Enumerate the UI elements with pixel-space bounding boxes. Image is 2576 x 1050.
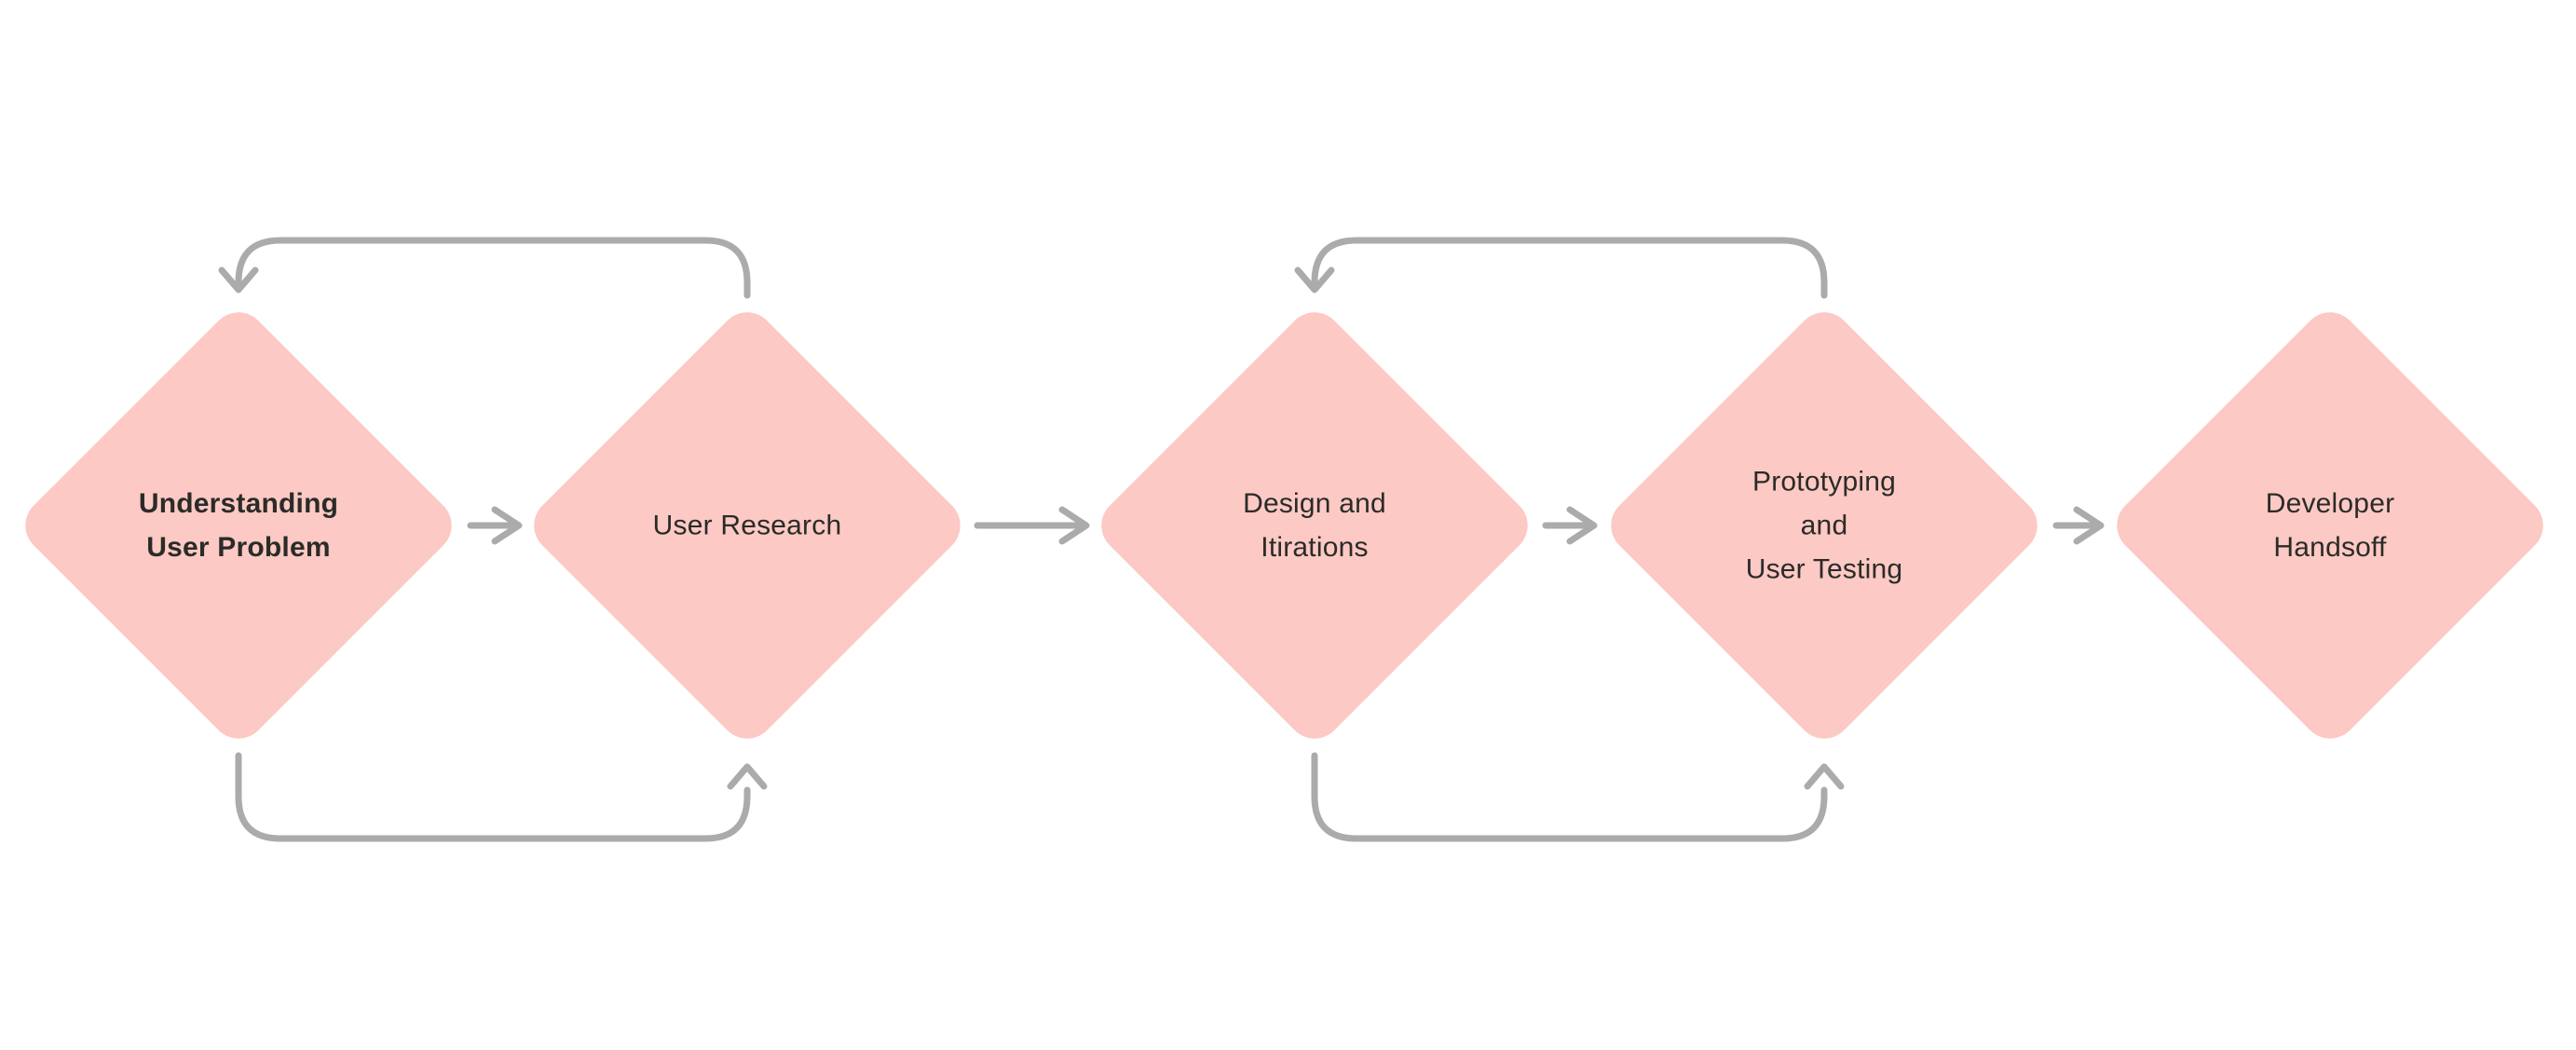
label-line: Handsoff bbox=[2273, 532, 2387, 563]
arrow-understanding-to-user-research bbox=[467, 506, 523, 545]
node-label-user-research: User Research bbox=[653, 504, 842, 548]
arrow-design-to-prototyping bbox=[1542, 506, 1598, 545]
node-label-developer-handsoff: Developer Handsoff bbox=[2266, 482, 2395, 569]
label-line: User Research bbox=[652, 510, 842, 541]
label-line: User Problem bbox=[146, 532, 331, 563]
loop-top-user-research-to-understanding bbox=[218, 237, 751, 299]
label-line: Design and bbox=[1243, 488, 1386, 519]
label-line: Understanding bbox=[138, 488, 339, 519]
loop-bottom-understanding-to-user-research bbox=[235, 752, 768, 842]
label-line: Developer bbox=[2265, 488, 2395, 519]
label-line: Itirations bbox=[1261, 532, 1369, 563]
label-line: User Testing bbox=[1745, 553, 1903, 585]
loop-top-prototyping-to-design bbox=[1294, 237, 1828, 299]
node-label-prototyping-and-user-testing: Prototyping and User Testing bbox=[1746, 460, 1903, 592]
node-label-design-and-itirations: Design and Itirations bbox=[1243, 482, 1386, 569]
node-label-understanding-user-problem: Understanding User Problem bbox=[139, 482, 338, 569]
label-line: and bbox=[1800, 510, 1848, 541]
arrow-prototyping-to-developer bbox=[2052, 506, 2105, 545]
arrow-user-research-to-design bbox=[974, 506, 1090, 545]
label-line: Prototyping bbox=[1752, 466, 1896, 498]
loop-bottom-design-to-prototyping bbox=[1311, 752, 1845, 842]
